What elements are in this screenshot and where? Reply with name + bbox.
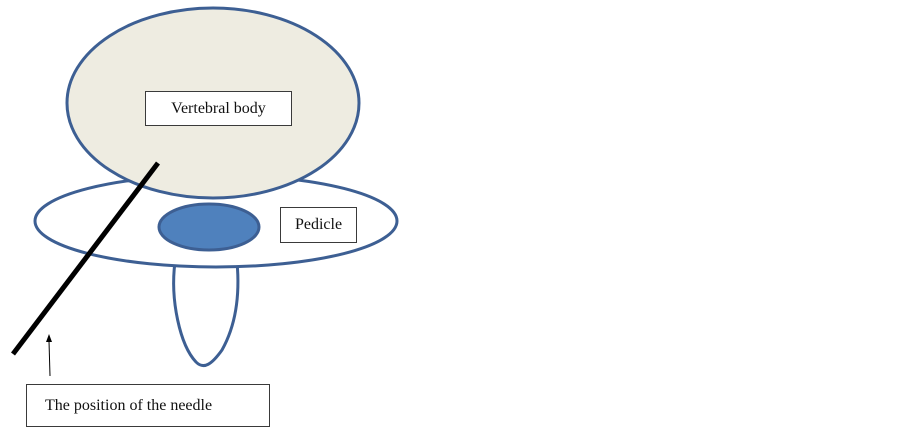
vertebral-body-label: Vertebral body [145, 91, 292, 126]
needle-pointer-arrow-shaft [48, 340, 51, 377]
spinous-process-shape [172, 261, 240, 367]
pedicle-shape [157, 202, 261, 252]
needle-line [11, 161, 160, 356]
needle-position-label: The position of the needle [26, 384, 270, 427]
needle-pointer-arrow-head [46, 334, 52, 342]
pedicle-label: Pedicle [280, 207, 357, 243]
